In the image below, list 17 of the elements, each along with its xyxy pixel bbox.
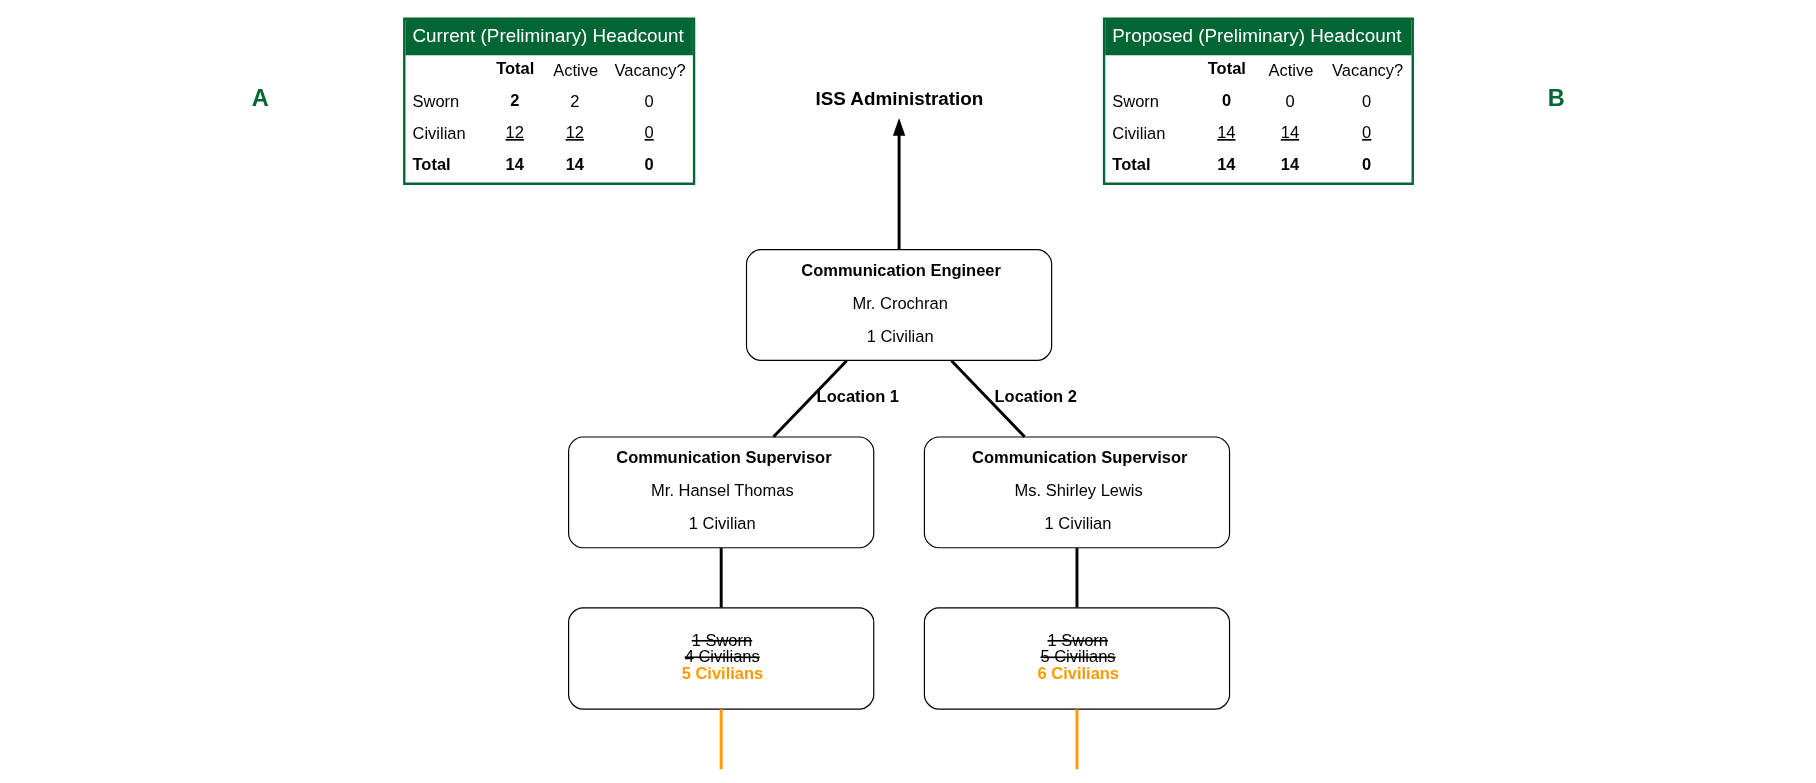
node-box: Communication Supervisor Mr. Hansel Thomas 1 Civilian: [567, 436, 874, 549]
node-box: Communication Supervisor Ms. Shirley Lewis 1 Civilian: [923, 436, 1230, 549]
node-box: 1 Sworn 4 Civilians 5 Civilians: [567, 607, 874, 710]
arrow: [892, 118, 905, 250]
connector: [771, 359, 848, 438]
edge-label: Location 1: [816, 386, 899, 405]
edge-label: Location 2: [994, 386, 1077, 405]
node-box: Communication Engineer Mr. Crochran 1 Civilian: [745, 249, 1052, 362]
label: A: [251, 84, 269, 111]
connector: [1075, 709, 1078, 770]
connector: [719, 709, 723, 770]
node-text: ISS Administration: [814, 87, 983, 109]
connector: [949, 359, 1026, 438]
label: B: [1547, 84, 1565, 111]
connector: [719, 548, 723, 608]
node-box: 1 Sworn 5 Civilians 6 Civilians: [923, 607, 1230, 710]
connector: [1075, 548, 1078, 608]
